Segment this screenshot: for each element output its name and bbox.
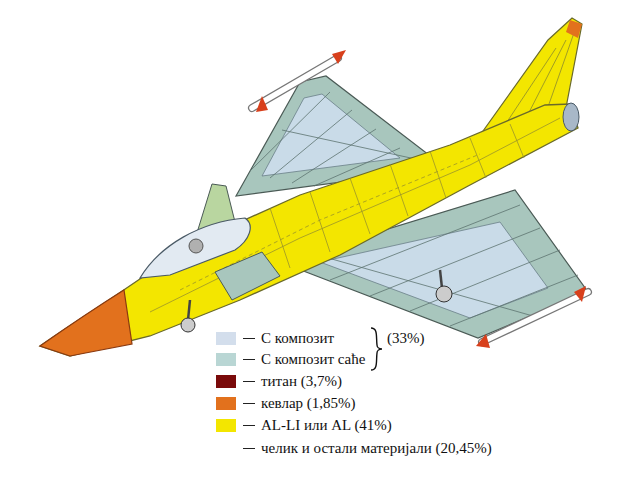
frame (270, 208, 290, 268)
legend-swatch (216, 442, 236, 455)
missile-body (252, 58, 338, 108)
legend-text: кевлар (1,85%) (261, 395, 356, 412)
missile-fin (332, 50, 346, 64)
spar (300, 250, 540, 318)
legend-dash (243, 448, 255, 449)
wheel (436, 286, 452, 302)
missile (476, 286, 588, 348)
legend-dash (243, 359, 255, 360)
frame (510, 124, 524, 158)
legend-row: С композит (216, 328, 334, 348)
legend-text: титан (3,7%) (261, 373, 342, 390)
wheel (181, 318, 195, 332)
engine-nozzle (563, 103, 579, 131)
legend-dash (243, 381, 255, 382)
legend-text: С композит (261, 330, 334, 347)
rib (370, 228, 540, 296)
legend-row: челик и остали материјали (20,45%) (216, 438, 492, 458)
gear-leg (440, 270, 442, 288)
rib (450, 275, 578, 326)
legend-swatch (216, 332, 236, 345)
frame (310, 192, 330, 252)
frame (430, 151, 446, 198)
spar (282, 130, 420, 160)
legend-bracket (371, 328, 382, 370)
frame (350, 178, 370, 234)
fuselage-skin (40, 104, 578, 356)
legend-row: титан (3,7%) (216, 371, 342, 391)
fin-tip (566, 20, 582, 38)
wing-panel (262, 94, 400, 176)
rib (410, 250, 560, 311)
missile-body (482, 292, 588, 342)
legend-row: кевлар (1,85%) (216, 393, 356, 413)
legend-swatch (216, 353, 236, 366)
missile-body (482, 292, 588, 342)
legend-dash (243, 403, 255, 404)
legend-swatch (216, 419, 236, 432)
fuselage-frames (150, 118, 560, 312)
legend-text: С композит саће (261, 351, 365, 368)
legend-text: AL-LI или AL (41%) (261, 417, 392, 434)
legend-dash (243, 425, 255, 426)
longeron (150, 118, 560, 312)
percent-label: (33%) (387, 330, 425, 347)
missile-fin (574, 286, 586, 302)
pilot-helmet (189, 239, 203, 253)
missile-body (252, 58, 338, 108)
gear-leg (188, 300, 190, 320)
air-intake (215, 252, 280, 300)
frame (390, 164, 408, 216)
missile-fin (476, 334, 490, 348)
rib (270, 110, 352, 178)
legend-row: AL-LI или AL (41%) (216, 415, 392, 435)
legend-text: челик и остали материјали (20,45%) (261, 440, 492, 457)
nose-radome (40, 290, 132, 356)
canopy (140, 218, 250, 278)
legend-swatch (216, 375, 236, 388)
legend-swatch (216, 397, 236, 410)
fuselage (40, 103, 579, 356)
missile (252, 50, 346, 112)
missile-fin (256, 96, 268, 112)
legend-row: С композит саће (216, 349, 365, 369)
legend-dash (243, 338, 255, 339)
frame (470, 138, 486, 178)
landing-gear (181, 270, 452, 332)
